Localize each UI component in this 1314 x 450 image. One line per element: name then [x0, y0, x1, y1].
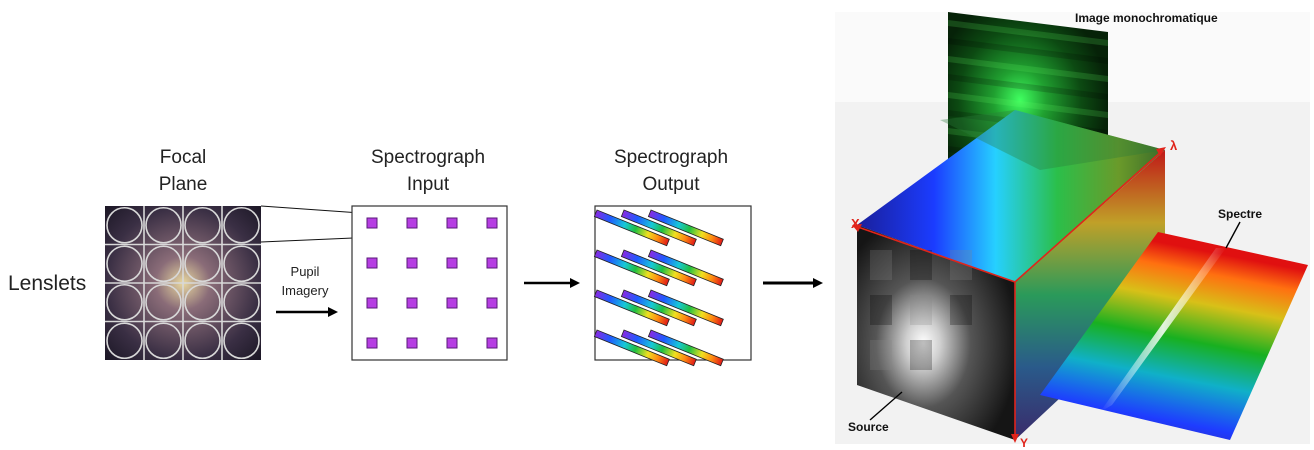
spectrograph-input-panel: [351, 205, 508, 361]
focal-plane-title-line1: Focal: [160, 147, 206, 168]
source-label: Source: [848, 420, 889, 434]
axis-lambda-line: [1014, 149, 1164, 283]
focal-plane-title-line2: Plane: [159, 174, 208, 195]
spectre-label: Spectre: [1218, 207, 1262, 221]
pupil-image-grid: [366, 217, 498, 349]
spectrum-strip: [647, 209, 724, 247]
spectre-pointer: [1225, 221, 1241, 249]
lenslet-circle: [106, 322, 143, 360]
axis-lambda-arrowhead: [1156, 147, 1166, 156]
pupil-image-square: [486, 337, 498, 349]
axis-x-line: [854, 225, 1016, 283]
lenslet-circle: [184, 283, 221, 321]
pupil-image-square: [486, 257, 498, 269]
pupil-image-square: [446, 297, 458, 309]
spectrograph-input-title-line2: Input: [407, 174, 450, 195]
spectrum-strip: [593, 329, 670, 367]
pupil-image-square: [446, 337, 458, 349]
spectrograph-output-title-line2: Output: [642, 174, 700, 195]
axis-x-label: X: [851, 216, 860, 231]
pupil-image-square: [406, 257, 418, 269]
spectrum-strip: [647, 249, 724, 287]
spectrum-strip: [647, 289, 724, 327]
pupil-image-square: [366, 297, 378, 309]
lenslet-circle: [145, 206, 182, 244]
focal-plane-lenslet-array: [105, 206, 261, 360]
pupil-image-square: [406, 217, 418, 229]
spectrum-strip: [593, 209, 670, 247]
cube-side-face-spectrum: [1015, 150, 1165, 440]
spectrum-strip: [593, 249, 670, 287]
lenslet-circle: [106, 283, 143, 321]
pupil-image-square: [366, 217, 378, 229]
lenslet-circle: [145, 245, 182, 283]
axis-x-arrowhead: [852, 224, 862, 232]
lenslet-circle: [223, 245, 260, 283]
axis-y-arrowhead: [1011, 434, 1019, 443]
lenslet-circle: [145, 322, 182, 360]
cube-top-face: [857, 110, 1165, 282]
source-pointer: [869, 391, 903, 421]
pupil-image-square: [406, 297, 418, 309]
lenslets-label: Lenslets: [8, 272, 86, 295]
lenslet-circle: [184, 245, 221, 283]
pupil-image-square: [366, 257, 378, 269]
lenslet-circle: [184, 206, 221, 244]
spectrum-strip: [593, 289, 670, 327]
lenslet-circle: [106, 245, 143, 283]
spectrum-strip: [620, 329, 697, 367]
pupil-image-square: [406, 337, 418, 349]
cube-axes: [854, 149, 1164, 436]
pupil-image-square: [446, 257, 458, 269]
lenslet-circle: [223, 283, 260, 321]
axis-y-label: Y: [1020, 436, 1028, 450]
cube-front-face-source: [857, 225, 1015, 440]
spectrum-strip: [620, 209, 697, 247]
spectrum-strip: [620, 289, 697, 327]
spectrum-strip: [647, 329, 724, 367]
image-monochromatique-label: Image monochromatique: [1075, 11, 1218, 25]
spectrograph-output-title-line1: Spectrograph: [614, 147, 728, 168]
lenslet-circle: [223, 206, 260, 244]
lenslet-circle: [184, 322, 221, 360]
spectrum-plane: [1040, 232, 1308, 440]
data-cube-illustration: X Y λ Image monochromatique Spectre Sour…: [835, 11, 1310, 450]
spectrograph-input-title-line1: Spectrograph: [371, 147, 485, 168]
lenslet-grid: [105, 206, 261, 360]
axis-lambda-label: λ: [1170, 138, 1178, 153]
pupil-image-square: [366, 337, 378, 349]
pupil-imagery-label-line1: Pupil: [291, 264, 320, 279]
pupil-imagery-label-line2: Imagery: [282, 283, 329, 298]
lenslet-circle: [223, 322, 260, 360]
pupil-image-square: [486, 217, 498, 229]
spectrum-strip: [620, 249, 697, 287]
pupil-image-square: [486, 297, 498, 309]
spectrograph-output-panel: [593, 205, 752, 367]
spectra-strips: [593, 209, 724, 367]
pupil-image-square: [446, 217, 458, 229]
lenslet-circle: [145, 283, 182, 321]
lenslet-circle: [106, 206, 143, 244]
